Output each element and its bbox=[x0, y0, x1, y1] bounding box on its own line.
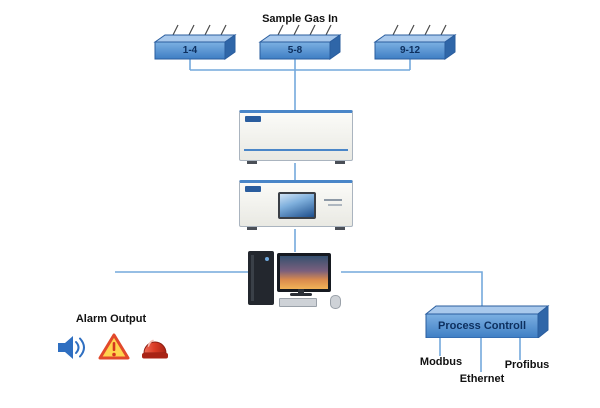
brand-logo bbox=[245, 186, 261, 192]
manifold-5-8: 5-8 bbox=[256, 24, 342, 60]
instrument-chassis bbox=[239, 180, 353, 227]
wire-sample-bus bbox=[189, 59, 411, 111]
manifold-box-shape bbox=[258, 24, 342, 60]
workstation-pc bbox=[246, 250, 346, 310]
modbus-label: Modbus bbox=[419, 356, 463, 368]
model-text-mark bbox=[324, 199, 342, 201]
brand-logo bbox=[245, 116, 261, 122]
ethernet-label: Ethernet bbox=[459, 373, 505, 385]
manifold-label: 1-4 bbox=[182, 45, 198, 56]
speaker-icon bbox=[56, 334, 86, 366]
instrument-foot bbox=[247, 161, 257, 164]
manifold-1-4: 1-4 bbox=[151, 24, 237, 60]
process-controller-box: Process Controll bbox=[424, 304, 550, 340]
pc-monitor bbox=[277, 253, 331, 292]
manifold-label: 9-12 bbox=[399, 45, 420, 56]
instrument-foot bbox=[335, 161, 345, 164]
sample-gas-in-label: Sample Gas In bbox=[262, 13, 338, 25]
instrument-foot bbox=[335, 227, 345, 230]
instrument-foot bbox=[247, 227, 257, 230]
gas-analyzer-unit bbox=[239, 180, 353, 230]
inlet-pins-icon bbox=[277, 24, 332, 36]
keyboard bbox=[279, 298, 317, 307]
manifold-box-shape bbox=[373, 24, 457, 60]
inlet-pins-icon bbox=[172, 24, 227, 36]
controller-box-shape bbox=[424, 304, 550, 340]
manifold-label: 5-8 bbox=[287, 45, 303, 56]
monitor-stand bbox=[298, 289, 304, 294]
analyzer-display bbox=[278, 192, 316, 219]
alarm-output-label: Alarm Output bbox=[75, 313, 147, 325]
pc-tower bbox=[248, 251, 274, 305]
front-panel-stripe bbox=[244, 149, 348, 151]
gas-conditioning-unit bbox=[239, 110, 353, 164]
wire-pc-controller bbox=[341, 271, 483, 312]
instrument-chassis bbox=[239, 110, 353, 161]
manifold-9-12: 9-12 bbox=[371, 24, 457, 60]
manifold-box-shape bbox=[153, 24, 237, 60]
model-text-mark bbox=[328, 204, 342, 206]
process-controller-label: Process Controll bbox=[437, 320, 527, 332]
inlet-pins-icon bbox=[392, 24, 447, 36]
mouse bbox=[330, 295, 341, 309]
siren-icon bbox=[140, 331, 170, 365]
wire-controller-buses bbox=[439, 338, 521, 372]
warning-triangle-icon bbox=[98, 332, 130, 366]
monitor-stand-base bbox=[290, 293, 312, 296]
profibus-label: Profibus bbox=[504, 359, 550, 371]
